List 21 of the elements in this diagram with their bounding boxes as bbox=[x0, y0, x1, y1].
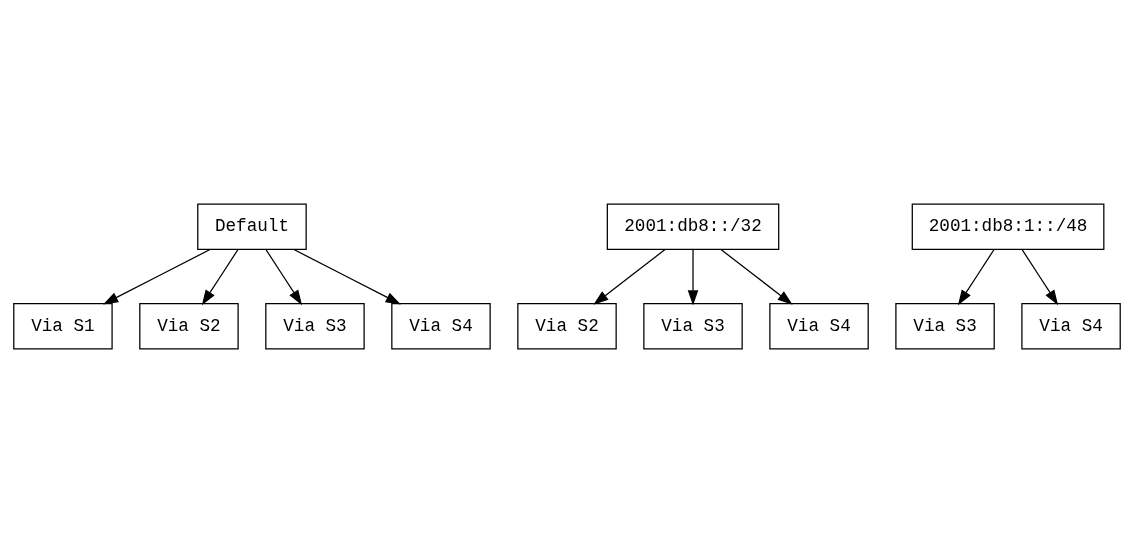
node-box: Via S2 bbox=[517, 302, 617, 350]
arrow bbox=[720, 248, 793, 305]
node-box: 2001:db8::/32 bbox=[606, 203, 780, 251]
arrow bbox=[103, 248, 211, 305]
node-box: 2001:db8:1::/48 bbox=[911, 203, 1105, 251]
arrow bbox=[1021, 248, 1059, 306]
arrow bbox=[265, 248, 303, 306]
node-box: Via S2 bbox=[139, 302, 239, 350]
arrow bbox=[687, 248, 699, 306]
arrow bbox=[957, 248, 995, 306]
node-box: Via S3 bbox=[895, 302, 995, 350]
node-box: Via S4 bbox=[391, 302, 491, 350]
node-box: Via S1 bbox=[13, 302, 113, 350]
arrow bbox=[293, 248, 401, 305]
arrow bbox=[201, 248, 239, 306]
node-box: Via S3 bbox=[643, 302, 743, 350]
node-box: Via S4 bbox=[1021, 302, 1121, 350]
node-box: Via S3 bbox=[265, 302, 365, 350]
arrow bbox=[593, 248, 666, 305]
node-box: Via S4 bbox=[769, 302, 869, 350]
node-box: Default bbox=[197, 203, 307, 251]
